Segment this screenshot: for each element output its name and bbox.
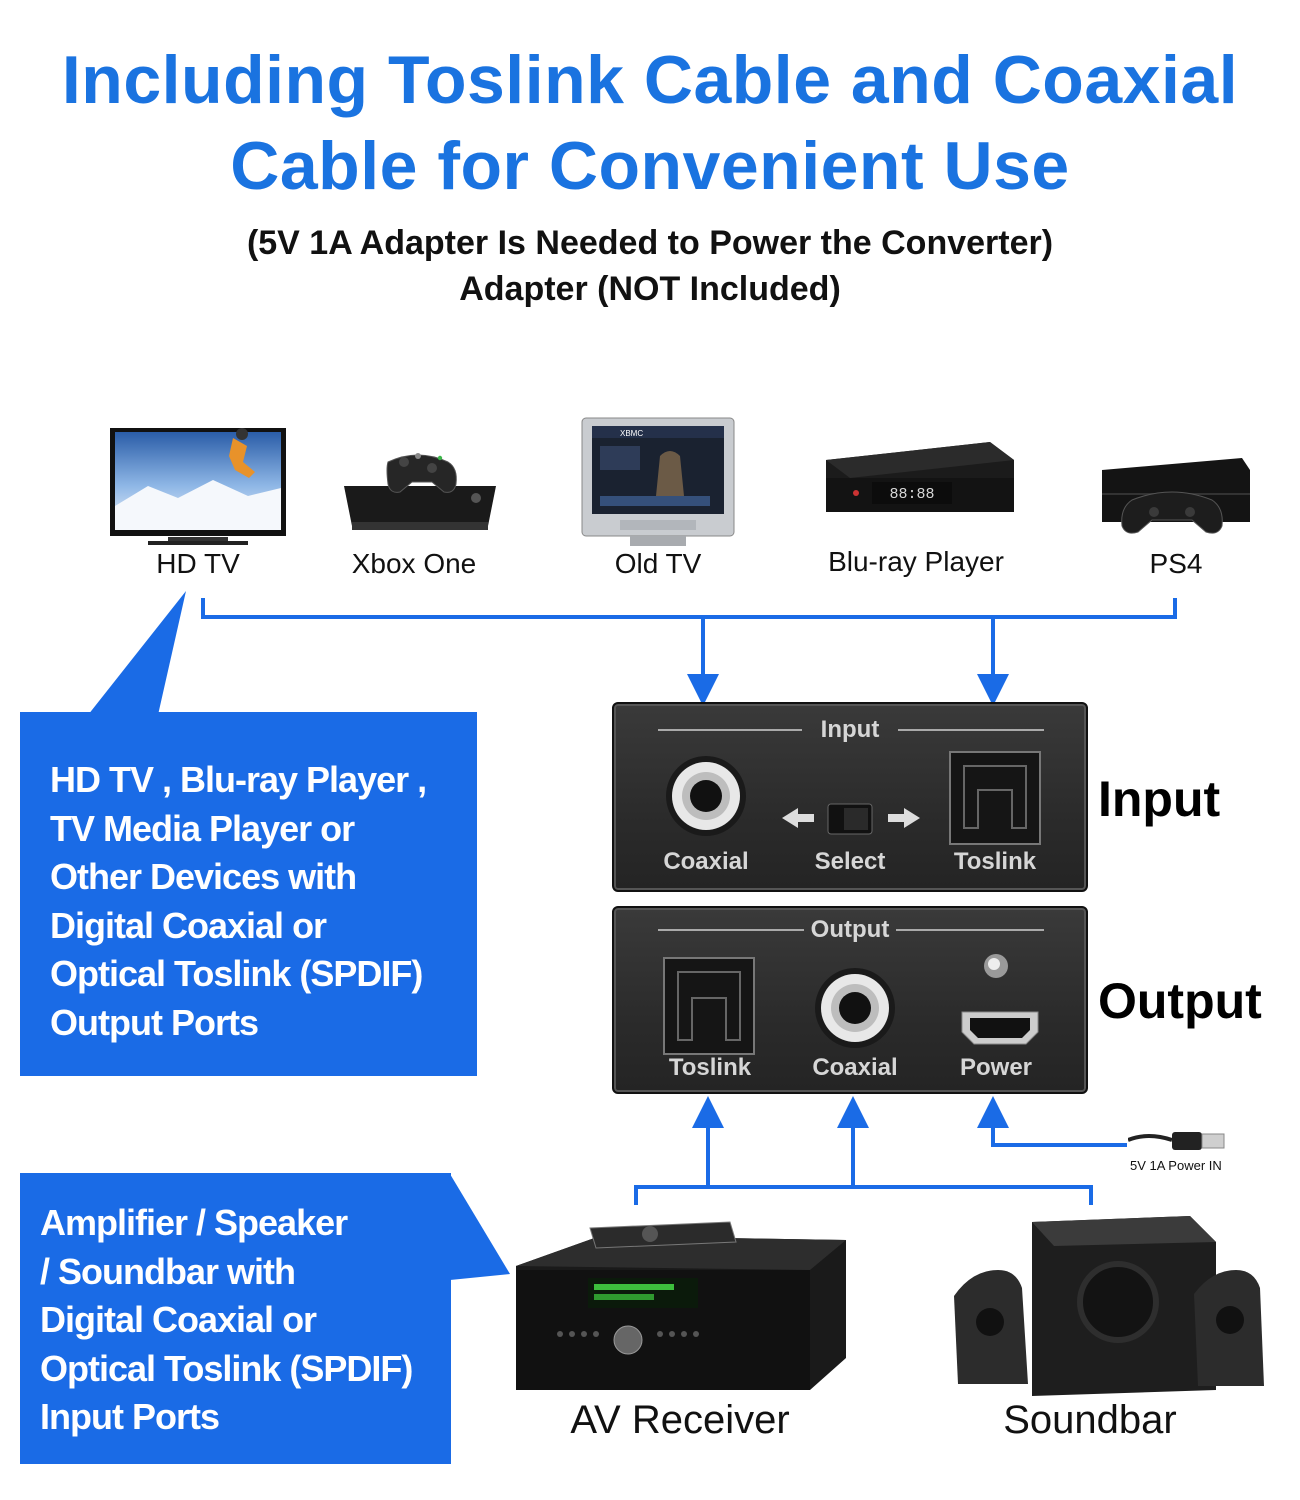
- input-toslink-label: Toslink: [953, 848, 1037, 875]
- callout-top-pointer: [88, 591, 186, 715]
- hdtv-icon: [110, 428, 286, 545]
- input-select-label: Select: [814, 848, 886, 875]
- callout-bottom-pointer: [450, 1174, 510, 1280]
- callout-bottom-line-1: Amplifier / Speaker: [40, 1202, 348, 1243]
- bluray-icon: 88:88: [826, 442, 1014, 512]
- usb-cable-icon: [1128, 1132, 1225, 1150]
- soundbar-icon: [954, 1216, 1264, 1396]
- callout-top-line-1: HD TV , Blu-ray Player ,: [50, 759, 427, 800]
- output-panel-header: Output: [810, 916, 890, 943]
- output-panel: Output Toslink Coaxial Power: [612, 906, 1088, 1094]
- callout-top-line-5: Optical Toslink (SPDIF): [50, 953, 423, 994]
- callout-bottom-line-2: / Soundbar with: [40, 1250, 296, 1292]
- callout-bottom: Amplifier / Speaker / Soundbar with Digi…: [20, 1173, 451, 1464]
- output-toslink-label: Toslink: [668, 1054, 752, 1081]
- output-power-label: Power: [959, 1054, 1033, 1081]
- callout-top-line-6: Output Ports: [50, 1001, 259, 1043]
- input-panel-header: Input: [820, 716, 880, 743]
- output-panel-graphics: [658, 929, 1044, 1055]
- subtitle-line-2: Adapter (NOT Included): [459, 270, 841, 308]
- callout-bottom-line-5: Input Ports: [40, 1396, 220, 1437]
- power-note: 5V 1A Power IN: [1130, 1158, 1222, 1173]
- callout-top-line-3: Other Devices with: [50, 856, 357, 897]
- ps4-icon: [1102, 458, 1250, 534]
- av-receiver-icon: [516, 1221, 846, 1390]
- soundbar-label: Soundbar: [1003, 1398, 1177, 1442]
- input-coaxial-label: Coaxial: [663, 848, 749, 875]
- bluray-display: 88:88: [889, 486, 934, 503]
- title-line-1: Including Toslink Cable and Coaxial: [61, 42, 1239, 118]
- input-panel: Input Coaxial Select Toslink: [612, 702, 1088, 892]
- xbox-icon: [344, 453, 496, 530]
- callout-top-line-4: Digital Coaxial or: [50, 904, 327, 946]
- callout-top-line-2: TV Media Player or: [50, 807, 355, 849]
- callout-top: HD TV , Blu-ray Player , TV Media Player…: [20, 712, 477, 1076]
- device-label-bluray: Blu-ray Player: [828, 546, 1004, 577]
- device-label-xbox: Xbox One: [351, 548, 477, 579]
- callout-bottom-line-3: Digital Coaxial or: [40, 1299, 317, 1340]
- callout-bottom-line-4: Optical Toslink (SPDIF): [40, 1347, 413, 1389]
- output-side-label: Output: [1098, 973, 1262, 1029]
- device-label-ps4: PS4: [1149, 548, 1203, 579]
- output-coaxial-label: Coaxial: [812, 1054, 898, 1081]
- device-label-hdtv: HD TV: [156, 548, 240, 579]
- title-line-2: Cable for Convenient Use: [230, 128, 1070, 204]
- av-receiver-label: AV Receiver: [570, 1398, 790, 1442]
- device-label-oldtv: Old TV: [614, 548, 702, 579]
- old-tv-screen-text: XBMC: [620, 429, 643, 438]
- input-side-label: Input: [1098, 771, 1221, 827]
- old-tv-icon: XBMC: [581, 417, 735, 546]
- subtitle-line-1: (5V 1A Adapter Is Needed to Power the Co…: [246, 224, 1054, 262]
- input-panel-graphics: [658, 729, 1044, 845]
